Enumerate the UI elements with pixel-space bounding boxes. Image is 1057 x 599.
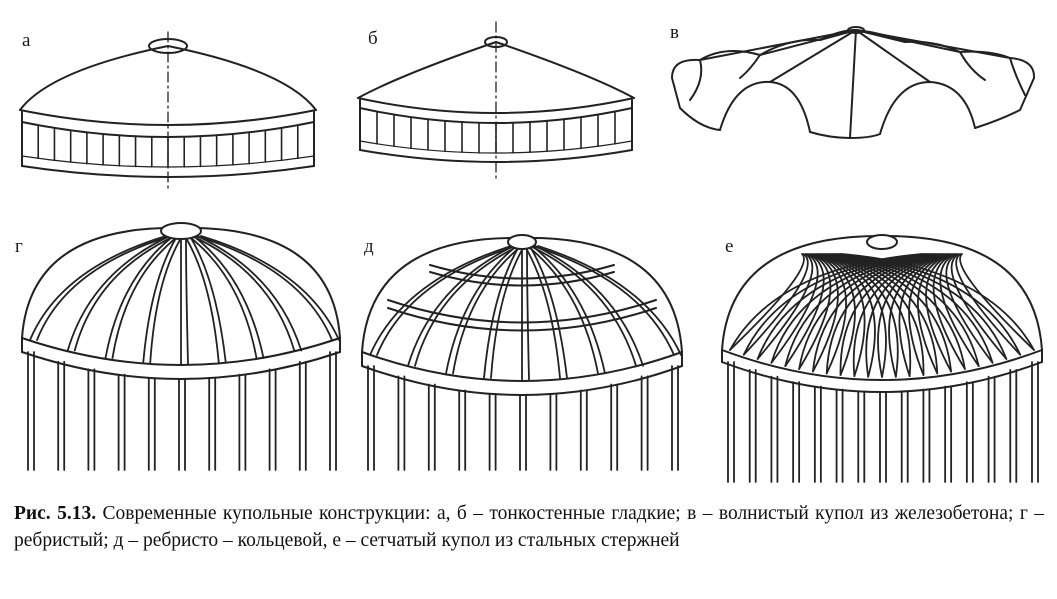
lattice-bar xyxy=(828,253,939,375)
lattice-bar xyxy=(824,253,912,378)
dome-v-wavy-shell xyxy=(671,26,1036,139)
lattice-bar xyxy=(815,253,856,376)
dome-e-lattice xyxy=(721,234,1043,483)
dome-rib xyxy=(534,245,644,367)
lattice-bar xyxy=(825,253,936,375)
label-a: а xyxy=(22,30,31,51)
lattice-bar xyxy=(819,253,876,378)
lattice-bar xyxy=(837,253,1008,360)
dome-rib xyxy=(104,235,175,359)
lattice-bar xyxy=(822,253,899,378)
lattice-bar xyxy=(812,253,934,373)
label-e: е xyxy=(725,236,734,257)
label-b: б xyxy=(368,28,378,49)
dome-rib xyxy=(407,245,515,367)
label-v: в xyxy=(670,22,679,43)
lattice-bar xyxy=(729,253,805,351)
dome-rib xyxy=(195,235,333,341)
lattice-bar xyxy=(832,253,966,370)
dome-rib xyxy=(200,235,340,341)
dome-rib xyxy=(490,245,526,379)
lattice-bar xyxy=(833,253,980,367)
lattice-bar xyxy=(770,253,819,364)
lattice-bar xyxy=(865,253,942,378)
lattice-bar xyxy=(756,253,927,360)
lattice-bar xyxy=(742,253,809,356)
dome-rib xyxy=(36,235,172,341)
dome-rib xyxy=(29,235,167,341)
lattice-bar xyxy=(812,253,839,373)
lattice-bar xyxy=(959,253,1035,351)
dome-rib xyxy=(183,235,220,364)
lattice-bar xyxy=(841,253,1035,351)
lattice-bar xyxy=(798,253,832,370)
dome-rib xyxy=(185,235,189,365)
dome-rib xyxy=(187,235,258,359)
lattice-bar xyxy=(784,253,825,367)
label-g: г xyxy=(15,236,23,257)
figure-caption: Рис. 5.13. Современные купольные констру… xyxy=(14,500,1044,554)
dome-b-smooth-shell xyxy=(357,21,635,183)
dome-illustrations xyxy=(19,21,1043,483)
lattice-bar xyxy=(756,253,814,360)
caption-text: Современные купольные конструкции: а, б … xyxy=(14,503,1044,551)
lattice-bar xyxy=(955,253,1022,356)
dome-rib xyxy=(526,245,530,381)
lattice-bar xyxy=(898,253,947,378)
dome-rib xyxy=(369,245,512,356)
dome-rib xyxy=(196,235,303,352)
lattice-bar xyxy=(784,253,931,367)
lattice-bar xyxy=(813,253,847,375)
dome-rib xyxy=(142,235,179,364)
dome-rib xyxy=(376,245,517,356)
lattice-bar xyxy=(877,253,943,378)
dome-figure: а б в г д е xyxy=(15,21,1043,483)
dome-rib xyxy=(483,245,521,379)
lattice-bar xyxy=(826,253,925,376)
dome-rib xyxy=(523,245,561,379)
lattice-bar xyxy=(839,253,938,376)
lattice-bar xyxy=(770,253,929,364)
dome-rib xyxy=(532,245,675,356)
figure-ref: Рис. 5.13. xyxy=(14,503,97,524)
dome-rib xyxy=(188,235,227,364)
dome-g-ribbed xyxy=(21,222,341,471)
dome-rib xyxy=(537,245,682,356)
lattice-bar xyxy=(830,253,952,373)
dome-rib xyxy=(191,235,296,352)
dome-d-ribbed-ring xyxy=(361,234,683,471)
label-d: д xyxy=(364,236,374,257)
dome-rib xyxy=(111,235,180,359)
lattice-bar xyxy=(821,253,887,378)
dome-rib xyxy=(414,245,520,367)
lattice-bar xyxy=(839,253,1022,356)
dome-rib xyxy=(66,235,171,352)
lattice-bar xyxy=(908,253,949,376)
lattice-bar xyxy=(742,253,925,356)
dome-rib xyxy=(528,245,568,379)
lattice-bar xyxy=(852,253,940,378)
dome-rib xyxy=(452,245,523,375)
dome-rib xyxy=(73,235,176,352)
dome-rib xyxy=(445,245,518,375)
dome-rib xyxy=(529,245,637,367)
lattice-bar xyxy=(888,253,945,378)
dome-rib xyxy=(192,235,265,359)
dome-rib xyxy=(526,245,599,375)
dome-a-smooth-shell xyxy=(19,31,317,191)
lattice-bar xyxy=(798,253,932,370)
lattice-bar xyxy=(817,253,866,378)
lattice-bar xyxy=(835,253,994,364)
dome-rib xyxy=(531,245,606,375)
dome-rib xyxy=(149,235,184,364)
